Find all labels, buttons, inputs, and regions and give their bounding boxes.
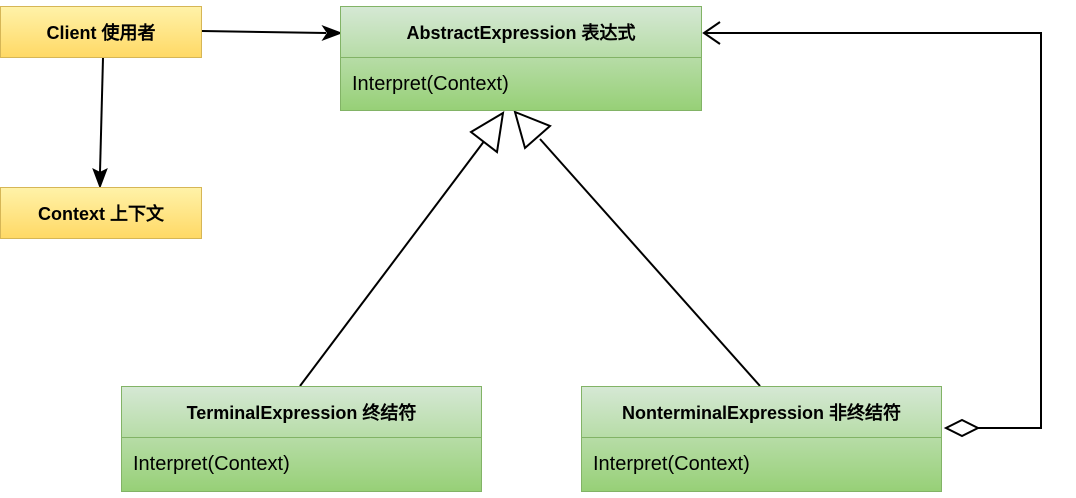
terminal-expression-method: Interpret(Context) [133,452,290,475]
terminal-expression-class[interactable]: TerminalExpression 终结符 Interpret(Context… [121,386,482,492]
context-label: Context 上下文 [38,204,164,224]
nonterminal-expression-title: NonterminalExpression 非终结符 [582,387,941,438]
abstract-expression-class[interactable]: AbstractExpression 表达式 Interpret(Context… [340,6,702,111]
nonterminal-expression-method: Interpret(Context) [593,452,750,475]
nonterminal-expression-class[interactable]: NonterminalExpression 非终结符 Interpret(Con… [581,386,942,492]
edge-terminal-to-abstract [299,139,486,387]
abstract-expression-title: AbstractExpression 表达式 [341,7,701,58]
arrowhead-client-to-context [92,167,108,189]
inheritance-triangle-nonterminal [513,110,552,150]
abstract-expression-method: Interpret(Context) [352,72,509,95]
edge-client-to-abstract [201,30,327,34]
aggregation-diamond [943,418,981,438]
arrowhead-client-to-abstract [321,24,343,42]
client-node[interactable]: Client 使用者 [0,6,202,58]
open-arrowhead-aggregation [702,21,721,45]
terminal-expression-title: TerminalExpression 终结符 [122,387,481,438]
edge-client-to-context [99,57,104,173]
context-node[interactable]: Context 上下文 [0,187,202,239]
edge-nonterminal-to-abstract [539,138,761,387]
client-label: Client 使用者 [46,23,156,43]
inheritance-triangle-terminal [469,111,505,154]
edge-aggregation-to-abstract [704,32,1042,429]
